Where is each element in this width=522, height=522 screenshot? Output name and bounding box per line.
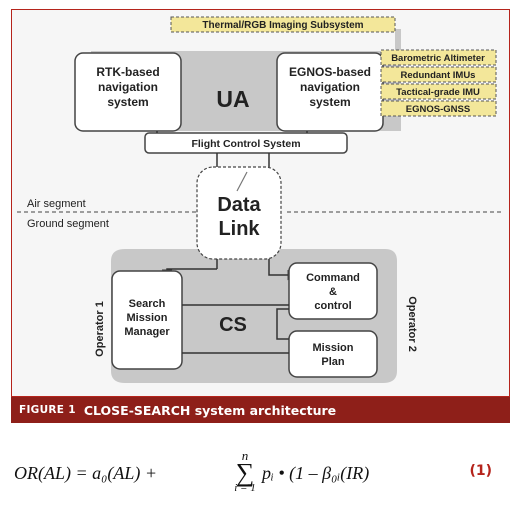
- rtk-box: [74, 52, 182, 132]
- fcs-box: [144, 132, 348, 154]
- equation: OR(AL) = a₀(AL) + n ∑ i = 1 pᵢ • (1 – β₀…: [14, 445, 504, 495]
- data-link-slash: [236, 171, 248, 192]
- sensor-label-4: EGNOS-GNSS: [406, 104, 470, 115]
- sensor-box-2: [380, 66, 497, 83]
- operator-1-label: Operator 1: [94, 301, 106, 357]
- figure-number: FIGURE 1: [19, 404, 76, 416]
- sum-lower-limit: i = 1: [234, 482, 256, 494]
- sensor-box-3: [380, 83, 497, 100]
- cs-label: CS: [219, 314, 247, 336]
- mission-line-1: Mission: [313, 342, 354, 354]
- search-line-2: Mission: [127, 312, 168, 324]
- data-link-line-1: Data: [217, 194, 261, 216]
- line-command-mission: [276, 308, 289, 340]
- equation-number: (1): [469, 463, 492, 479]
- sensor-label-1: Barometric Altimeter: [391, 53, 485, 64]
- sensor-label-2: Redundant IMUs: [401, 70, 476, 81]
- search-line-3: Manager: [124, 326, 170, 338]
- data-link-box: [196, 166, 282, 260]
- command-line-2: &: [329, 286, 337, 298]
- sensor-box-4: [380, 100, 497, 117]
- rtk-line-3: system: [107, 95, 148, 109]
- summation: n ∑ i = 1: [230, 449, 260, 494]
- egnos-line-2: navigation: [300, 80, 360, 94]
- equation-rhs: pᵢ • (1 – β₀ᵢ(IR): [262, 463, 370, 483]
- figure-title: CLOSE-SEARCH system architecture: [83, 402, 337, 418]
- sum-upper-limit: n: [241, 448, 249, 463]
- architecture-diagram: Thermal/RGB Imaging Subsystem RTK-based …: [17, 16, 504, 383]
- figure-caption: FIGURE 1 CLOSE-SEARCH system architectur…: [11, 397, 510, 423]
- equation-lhs: OR(AL) = a₀(AL) +: [14, 463, 158, 483]
- command-line-3: control: [314, 300, 351, 312]
- imaging-subsystem-box: [170, 16, 396, 33]
- rtk-line-1: RTK-based: [96, 65, 159, 79]
- air-segment-label: Air segment: [27, 198, 86, 210]
- command-line-1: Command: [306, 272, 360, 284]
- operator-2-label: Operator 2: [406, 296, 418, 352]
- command-control-box: [288, 262, 378, 320]
- egnos-line-1: EGNOS-based: [289, 65, 371, 79]
- rtk-line-2: navigation: [98, 80, 158, 94]
- imaging-subsystem-label: Thermal/RGB Imaging Subsystem: [202, 20, 363, 31]
- sensor-label-3: Tactical-grade IMU: [396, 87, 480, 98]
- mission-line-2: Plan: [321, 356, 345, 368]
- sum-symbol: ∑: [235, 458, 255, 487]
- search-mission-box: [111, 270, 183, 370]
- mission-plan-box: [288, 330, 378, 378]
- line-datalink-command: [268, 259, 299, 281]
- sensor-box-1: [380, 49, 497, 66]
- data-link-line-2: Link: [218, 218, 260, 240]
- search-line-1: Search: [129, 298, 166, 310]
- ground-segment-label: Ground segment: [27, 218, 109, 230]
- ua-label: UA: [216, 86, 249, 112]
- egnos-line-3: system: [309, 95, 350, 109]
- fcs-label: Flight Control System: [191, 138, 300, 150]
